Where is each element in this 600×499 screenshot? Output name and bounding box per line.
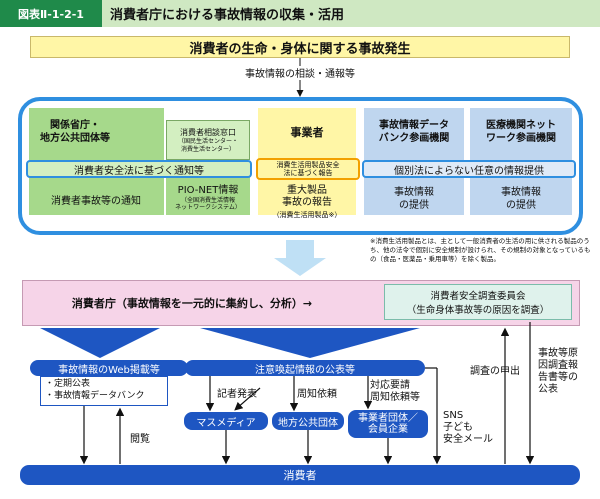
business-title: 事業者 xyxy=(290,126,324,139)
incident-box: 消費者の生命・身体に関する事故発生 xyxy=(30,36,570,58)
web-item: ・事故情報データバンク xyxy=(45,391,145,402)
business-report-note: （消費生活用製品※） xyxy=(272,211,342,219)
pionet-sub: （全国消費生活情報 ネットワークシステム） xyxy=(175,196,241,211)
caa-label: 消費者庁（事故情報を一元的に集約し、分析）→ xyxy=(71,297,313,310)
consult-label: 事故情報の相談・通報等 xyxy=(215,64,385,80)
databank-title: 事故情報データ バンク参画機関 xyxy=(378,120,450,144)
press-label: 記者発表 xyxy=(217,389,257,400)
consult-window-box: 消費者相談窓口 （国民生活センター・ 消費生活センター） xyxy=(166,120,250,160)
ministries-title: 関係省庁・ 地方公共団体等 xyxy=(40,120,110,144)
inquiry-label: 調査の申出 xyxy=(470,366,520,377)
view-label: 閲覧 xyxy=(130,434,150,445)
arrow-line xyxy=(234,387,261,411)
figure-number: 図表Ⅱ-1-2-1 xyxy=(0,0,102,27)
committee-title: 消費者安全調査委員会 xyxy=(430,291,526,302)
sns-label: SNS xyxy=(443,410,464,421)
web-items: ・定期公表 ・事故情報データバンク xyxy=(40,376,168,406)
consult-sub: （国民生活センター・ 消費生活センター） xyxy=(177,138,238,153)
databank-provide: 事故情報 の提供 xyxy=(394,187,434,211)
web-title: 事故情報のWeb掲載等 xyxy=(30,360,188,376)
big-down-arrow xyxy=(274,240,326,276)
business-report: 重大製品 事故の報告 xyxy=(282,184,332,209)
safety-act-banner: 消費者安全法に基づく通知等 xyxy=(26,160,252,178)
request-label: 周知依頼 xyxy=(297,389,337,400)
notice-label: 消費者事故等の通知 xyxy=(51,195,141,207)
consult-title: 消費者相談窓口 xyxy=(180,128,236,138)
measures-label: 対応要請 周知依頼等 xyxy=(370,380,420,403)
alert-title: 注意喚起情報の公表等 xyxy=(185,360,425,376)
report-label: 事故等原 因調査報 告書等の 公表 xyxy=(538,348,578,395)
blue-wedge xyxy=(200,328,420,358)
committee-sub: （生命身体事故等の原因を調査） xyxy=(406,305,550,316)
local-gov-box: 地方公共団体 xyxy=(272,412,344,430)
committee-box: 消費者安全調査委員会 （生命身体事故等の原因を調査） xyxy=(384,284,572,320)
consumer-bar: 消費者 xyxy=(20,465,580,485)
business-org-box: 事業者団体／ 会員企業 xyxy=(348,410,428,438)
figure-title: 消費者庁における事故情報の収集・活用 xyxy=(110,8,345,23)
pionet-title: PIO-NET情報 xyxy=(177,184,239,196)
sources-container xyxy=(18,97,583,235)
footnote: ※消費生活用製品とは、主として一般消費者の生活の用に供される製品のうち、他の法令… xyxy=(370,237,591,263)
voluntary-banner: 個別法によらない任意の情報提供 xyxy=(362,160,576,178)
blue-wedge xyxy=(40,328,160,358)
product-safety-banner: 消費生活用製品安全 法に基づく報告 xyxy=(256,158,360,180)
kids-mail-label: 子ども 安全メール xyxy=(443,422,493,445)
medical-title: 医療機関ネット ワーク参画機関 xyxy=(486,120,556,144)
mass-media-box: マスメディア xyxy=(184,412,268,430)
web-item: ・定期公表 xyxy=(45,379,91,389)
medical-provide: 事故情報 の提供 xyxy=(501,187,541,211)
